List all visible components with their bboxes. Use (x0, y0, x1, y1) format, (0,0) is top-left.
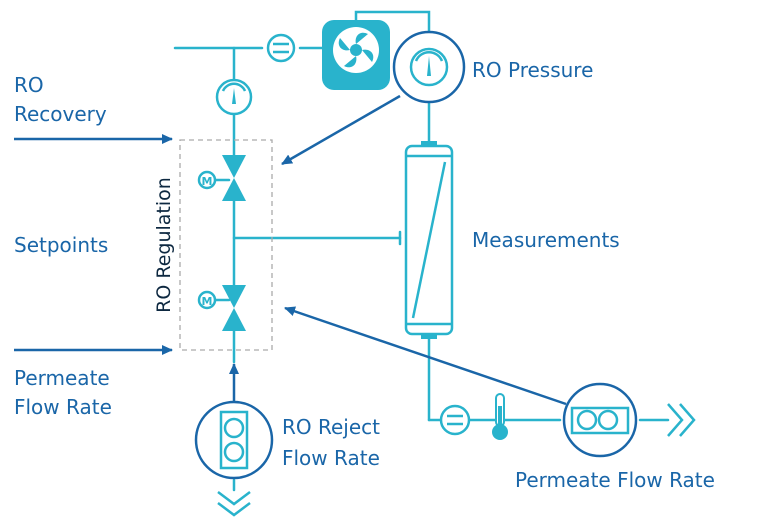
control-valve-icon: M (197, 155, 246, 201)
valve-motor-symbol: M (202, 175, 213, 188)
permeate-feedback-arrow (284, 306, 567, 406)
ro-pressure-label: RO Pressure (472, 58, 593, 82)
pressure-gauge-icon (215, 78, 253, 116)
control-valve-icon: M (197, 285, 246, 331)
ro-regulation-label: RO Regulation (153, 177, 175, 313)
valve-motor-symbol: M (202, 295, 213, 308)
thermometer-icon (492, 393, 508, 440)
permeate-label-line2: Flow Rate (14, 395, 112, 419)
setpoints-label: Setpoints (14, 233, 108, 257)
flow-restrictor-icon (266, 33, 296, 63)
ro-regulation-box (179, 139, 273, 351)
outlet-chevron-icon (667, 403, 696, 437)
ro-reject-label-line2: Flow Rate (282, 446, 380, 470)
pump-icon (322, 20, 390, 90)
reject-flow-meter-icon (194, 400, 274, 480)
reject-outlet-chevron-icon (217, 491, 251, 517)
flow-restrictor-icon (439, 404, 471, 436)
signal-arrows (14, 94, 567, 406)
measurements-label: Measurements (472, 228, 620, 252)
ro-pressure-gauge-icon (392, 30, 466, 104)
membrane-vessel-icon (404, 141, 454, 339)
pressure-feedback-arrow (281, 94, 401, 166)
ro-recovery-label-line1: RO (14, 73, 44, 97)
piping (173, 10, 670, 492)
ro-recovery-label-line2: Recovery (14, 102, 107, 126)
permeate-label-line1: Permeate (14, 366, 110, 390)
permeate-flow-rate-label: Permeate Flow Rate (515, 468, 715, 492)
ro-reject-label-line1: RO Reject (282, 415, 380, 439)
permeate-flow-meter-icon (562, 382, 638, 458)
